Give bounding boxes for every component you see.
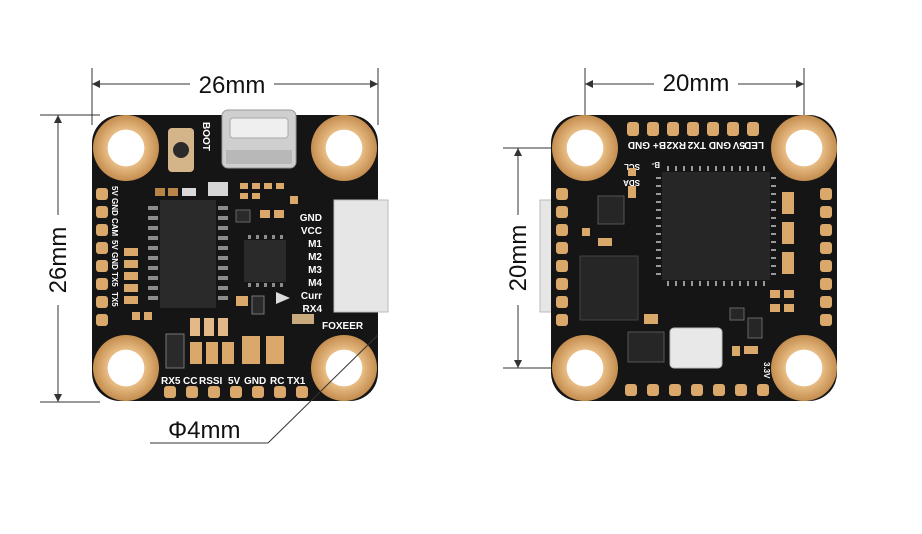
pin-label: GND <box>110 198 119 216</box>
usb-connector <box>221 109 297 169</box>
bottom-pin-labels: RX5 CC RSSI 5V GND RC TX1 <box>161 376 306 387</box>
front-pcb <box>92 115 378 401</box>
osd-chip <box>244 240 286 282</box>
front-height-label: 26mm <box>45 227 72 294</box>
pin-label: M3 <box>308 265 322 276</box>
pin-label: GND <box>709 139 731 150</box>
pin-label: RX4 <box>303 304 323 315</box>
pin-label: Curr <box>301 291 322 302</box>
front-width-label: 26mm <box>199 72 266 99</box>
mounting-hole <box>311 115 377 181</box>
sda-label: SDA <box>623 178 640 187</box>
pin-label: B+ <box>653 139 666 150</box>
hole-diameter-label: Φ4mm <box>168 417 240 444</box>
smd-components <box>124 182 314 369</box>
boot-label: BOOT <box>200 122 211 151</box>
pin-label: RC <box>270 376 284 387</box>
pin-label: RX2 <box>666 139 686 150</box>
back-smd-components <box>582 192 794 363</box>
b-minus-label: B- <box>651 160 660 169</box>
pin-label: TX1 <box>287 376 306 387</box>
front-width-dimension: 26mm <box>91 68 379 125</box>
osd-chip-pins <box>248 235 283 287</box>
pin-label: 5V <box>110 186 119 196</box>
motor-connector <box>333 199 389 313</box>
back-height-dimension: 20mm <box>503 147 585 369</box>
pin-label: GND <box>300 213 322 224</box>
mounting-hole <box>771 115 837 181</box>
back-left-pads <box>556 188 568 326</box>
back-board: 20mm 20mm LED 5V GND TX2 R <box>503 68 837 401</box>
pin-label: GND <box>628 139 650 150</box>
right-pin-labels: GND VCC M1 M2 M3 M4 Curr RX4 <box>300 213 323 315</box>
regulator-chip <box>597 195 625 225</box>
front-board: 26mm 26mm BOOT <box>40 68 389 444</box>
left-pads <box>96 188 108 326</box>
pin-label: GND <box>110 252 119 270</box>
pin-label: CC <box>183 376 197 387</box>
mounting-hole <box>552 115 618 181</box>
pin-label: 5V <box>110 240 119 250</box>
back-height-label: 20mm <box>505 225 532 292</box>
pin-label: M2 <box>308 252 322 263</box>
pad <box>628 168 636 176</box>
crystal <box>669 327 723 369</box>
mounting-hole <box>552 335 618 401</box>
pin-label: 5V <box>732 139 745 150</box>
scl-label: SCL <box>624 162 640 171</box>
pin-label: M1 <box>308 239 322 250</box>
pin-label: RX5 <box>161 376 181 387</box>
pin-label: VCC <box>301 226 322 237</box>
front-height-dimension: 26mm <box>40 114 100 403</box>
bottom-pads <box>164 386 308 398</box>
back-top-pads <box>627 122 759 136</box>
back-top-pin-labels: LED 5V GND TX2 RX2 B+ GND <box>628 139 764 150</box>
pin-label: TX5 <box>110 272 119 287</box>
pad <box>628 186 636 198</box>
pin-label: GND <box>244 376 266 387</box>
hole-diameter-callout: Φ4mm <box>150 334 379 444</box>
mcu-pins <box>656 166 776 286</box>
mcu-chip <box>662 172 770 280</box>
back-width-label: 20mm <box>663 70 730 97</box>
back-right-pads <box>820 188 832 326</box>
pin-label: LED <box>744 139 764 150</box>
mounting-hole <box>93 115 159 181</box>
pin-label: RSSI <box>199 376 223 387</box>
brand-label: FOXEER <box>322 321 364 332</box>
v33-label: 3.3V <box>762 362 771 379</box>
boot-button: BOOT <box>168 122 211 172</box>
back-width-dimension: 20mm <box>584 68 805 148</box>
pin-label: M4 <box>308 278 322 289</box>
back-bottom-pads <box>625 384 769 396</box>
pin-label: TX5 <box>110 292 119 307</box>
driver-chip <box>160 200 216 308</box>
mounting-hole <box>771 335 837 401</box>
gyro-chip <box>579 255 639 321</box>
pin-label: CAM <box>110 218 119 237</box>
pin-label: 5V <box>228 376 241 387</box>
chip-pins <box>148 206 228 300</box>
left-pin-labels: 5V GND CAM 5V GND TX5 TX5 <box>110 186 119 307</box>
pin-label: TX2 <box>687 139 706 150</box>
mounting-hole <box>93 335 159 401</box>
